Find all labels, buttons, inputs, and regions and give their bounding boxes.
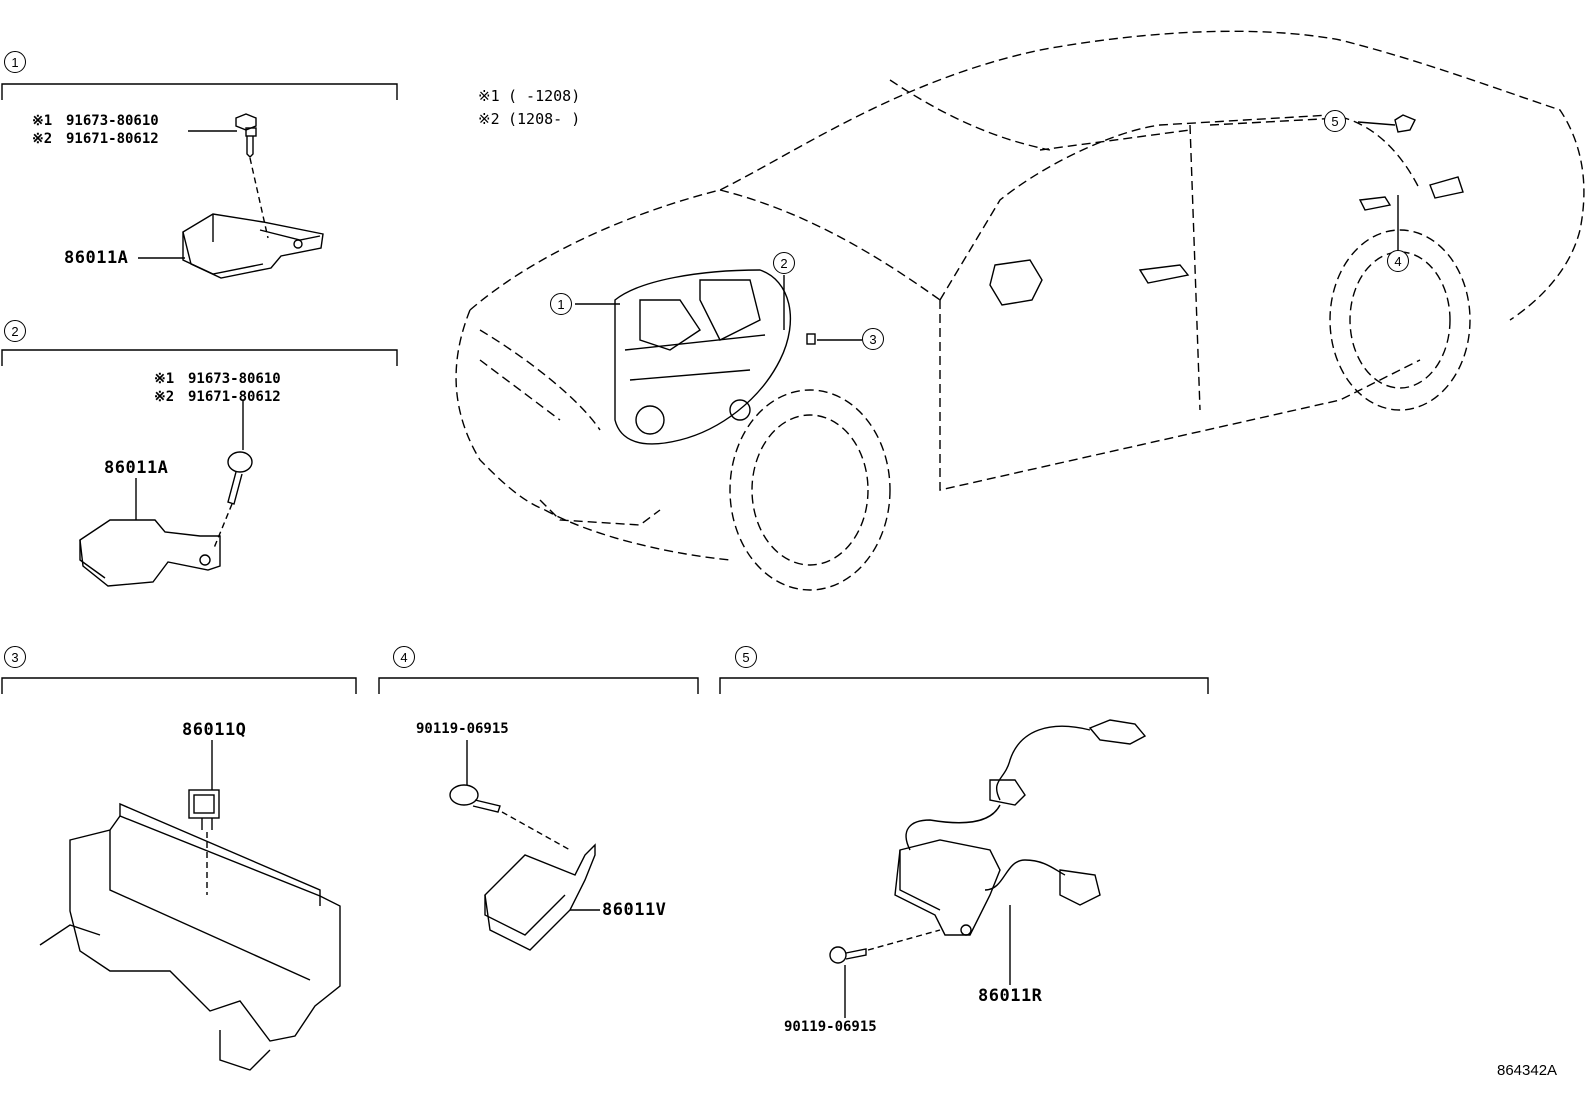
callout-1: 1	[550, 293, 572, 315]
section-marker-4: 4	[393, 646, 415, 668]
figure-reference: 864342A	[1497, 1062, 1558, 1079]
part-number-91673-80610: 91673-80610	[188, 371, 281, 387]
note-mark-2: ※2	[32, 131, 53, 147]
sensor-part-2-drawing	[79, 400, 253, 587]
note-date-range-1: ( -1208)	[508, 87, 581, 105]
section-marker-2: 2	[4, 320, 26, 342]
part-number-91673-80610: 91673-80610	[66, 113, 159, 129]
section-marker-5: 5	[735, 646, 757, 668]
vehicle-outline	[455, 30, 1585, 561]
callout-3: 3	[862, 328, 884, 350]
note-mark-2: ※2	[478, 110, 500, 128]
section-brackets	[1, 83, 1209, 694]
relay-part-3-drawing	[39, 740, 341, 1071]
part-number-86011A: 86011A	[64, 248, 129, 268]
note-mark-2: ※2	[154, 389, 175, 405]
callout-5: 5	[1324, 110, 1346, 132]
part-number-91671-80612: 91671-80612	[188, 389, 281, 405]
section-marker-3: 3	[4, 646, 26, 668]
note-mark-1: ※1	[154, 371, 175, 387]
part-number-86011A: 86011A	[104, 458, 169, 478]
relay-part-4-drawing	[449, 740, 600, 951]
vehicle-wheels	[729, 229, 1471, 591]
part-number-86011V: 86011V	[602, 900, 667, 920]
module-part-5-drawing	[829, 719, 1147, 1018]
engine-sketch	[614, 269, 792, 445]
note-mark-1: ※1	[478, 87, 500, 105]
callout-leaders	[575, 114, 1416, 345]
part-number-90119-06915: 90119-06915	[416, 721, 509, 737]
part-number-91671-80612: 91671-80612	[66, 131, 159, 147]
callout-2: 2	[773, 252, 795, 274]
callout-4: 4	[1387, 250, 1409, 272]
part-number-86011R: 86011R	[978, 986, 1043, 1006]
part-number-86011Q: 86011Q	[182, 720, 247, 740]
vehicle-mirror-handles	[989, 176, 1464, 306]
part-number-90119-06915: 90119-06915	[784, 1019, 877, 1035]
section-marker-1: 1	[4, 51, 26, 73]
sensor-part-1-drawing	[138, 113, 324, 279]
note-mark-1: ※1	[32, 113, 53, 129]
note-date-range-2: (1208- )	[508, 110, 581, 128]
